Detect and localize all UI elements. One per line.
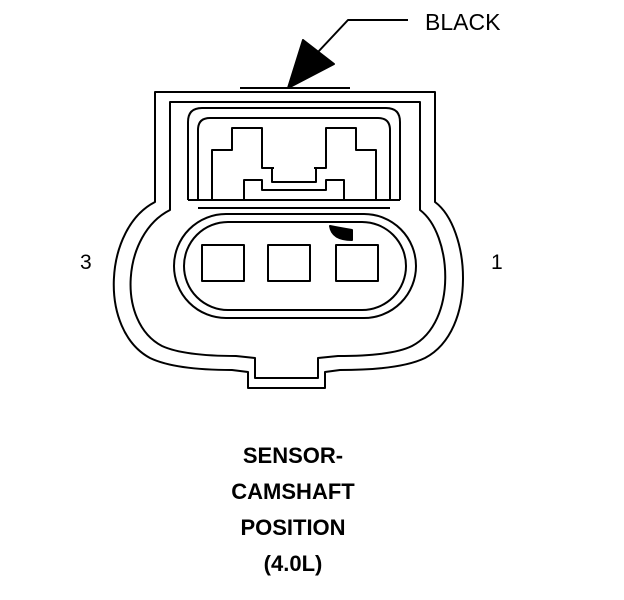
connector-housing-inner (129, 101, 447, 379)
pin-cavity-1 (335, 244, 379, 282)
caption-line: (4.0L) (263, 551, 323, 576)
connector-housing-outer (112, 91, 464, 389)
connector-caption: SENSOR- CAMSHAFT POSITION (4.0L) (0, 438, 586, 582)
pin-cavity-3 (201, 244, 245, 282)
polarizing-key (329, 225, 353, 241)
latch-center (243, 179, 345, 200)
wire-color-label: BLACK (425, 9, 501, 35)
leader-arrowhead (287, 39, 335, 89)
caption-line: SENSOR- (242, 443, 344, 468)
pin-face-outer (173, 213, 417, 319)
caption-line: POSITION (240, 515, 346, 540)
pin-face-inner (183, 221, 407, 311)
latch-inner-slot (271, 168, 317, 183)
latch-tab-right (314, 127, 377, 200)
latch-tab-left (211, 127, 274, 200)
pin-number-right: 1 (491, 251, 503, 274)
leader-line (317, 19, 408, 53)
locking-latch-inner (197, 117, 391, 200)
pin-number-left: 3 (80, 251, 92, 274)
pin-cavity-2 (267, 244, 311, 282)
locking-latch-outer (187, 107, 401, 200)
caption-line: CAMSHAFT (231, 479, 355, 504)
